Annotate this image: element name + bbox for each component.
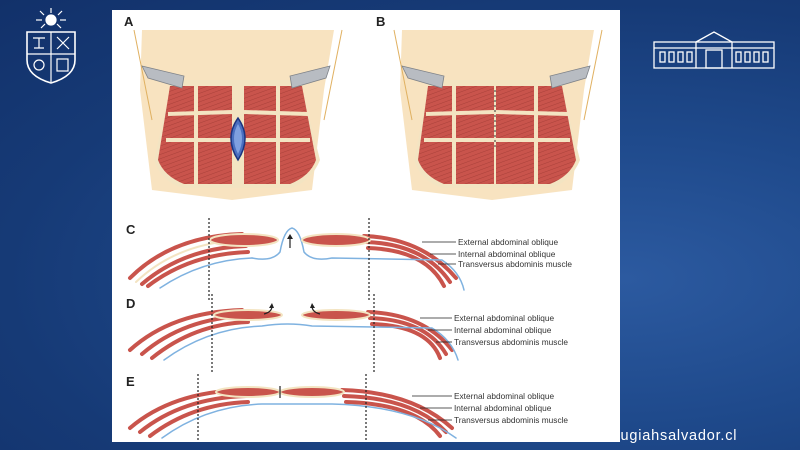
panel-b-illustration — [393, 29, 603, 200]
figure-panel: A B C D E External abdominal oblique Int… — [112, 10, 620, 442]
d-label-internal-oblique: Internal abdominal oblique — [454, 325, 552, 335]
abdominal-wall-diagram: A B C D E External abdominal oblique Int… — [124, 14, 603, 442]
e-label-external-oblique: External abdominal oblique — [454, 391, 554, 401]
d-label-external-oblique: External abdominal oblique — [454, 313, 554, 323]
c-label-external-oblique: External abdominal oblique — [458, 237, 558, 247]
panel-a-illustration — [133, 29, 343, 200]
panel-label-e: E — [126, 374, 135, 389]
panel-label-d: D — [126, 296, 135, 311]
panel-label-c: C — [126, 222, 136, 237]
panel-e-cross-section — [128, 374, 457, 442]
hospital-building-icon — [653, 31, 775, 69]
e-label-internal-oblique: Internal abdominal oblique — [454, 403, 552, 413]
panel-d-cross-section — [128, 294, 459, 374]
c-label-internal-oblique: Internal abdominal oblique — [458, 249, 556, 259]
university-crest-icon — [26, 8, 76, 84]
c-label-transversus: Transversus abdominis muscle — [458, 259, 572, 269]
e-label-transversus: Transversus abdominis muscle — [454, 415, 568, 425]
footer-url: www.cirugiahsalvador.cl — [565, 428, 738, 444]
panel-label-a: A — [124, 14, 134, 29]
panel-c-cross-section — [128, 218, 465, 302]
panel-label-b: B — [376, 14, 385, 29]
d-label-transversus: Transversus abdominis muscle — [454, 337, 568, 347]
